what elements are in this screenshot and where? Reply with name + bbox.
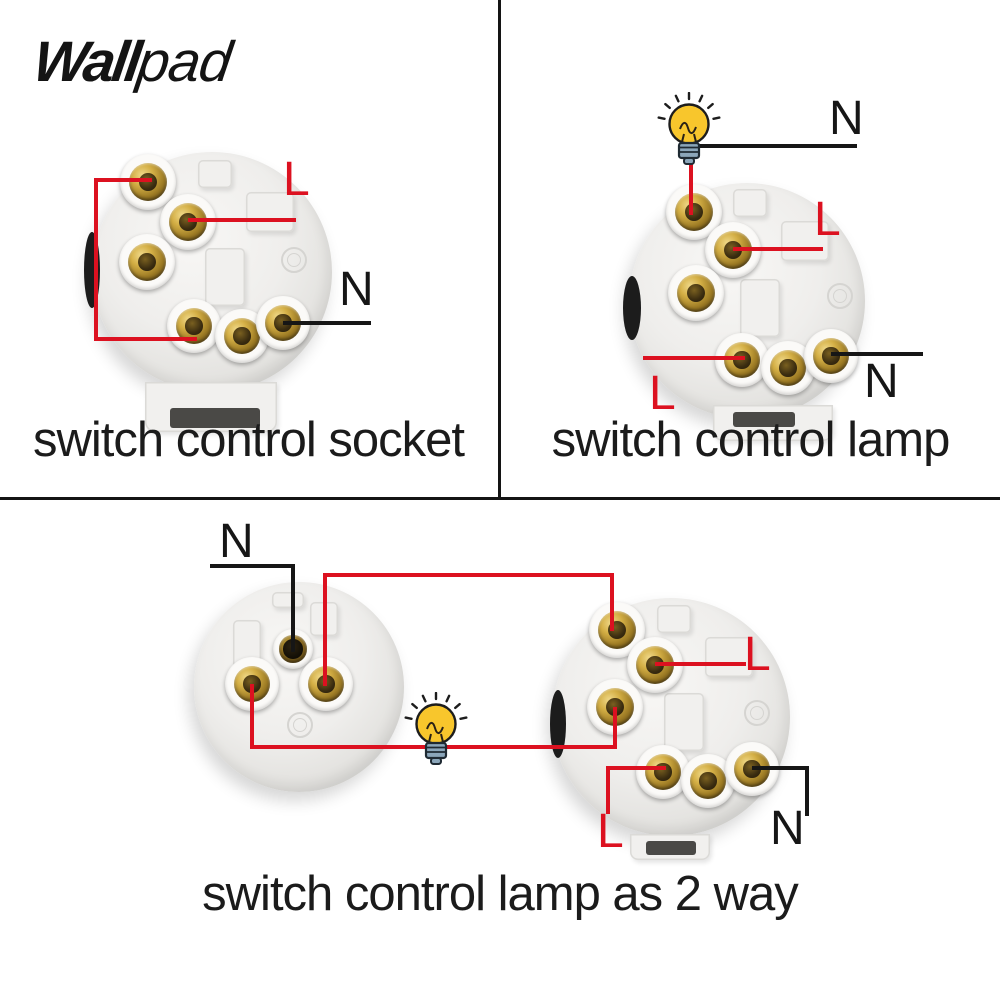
live-wire-segment bbox=[94, 337, 197, 341]
brand-logo: Wallpad bbox=[30, 30, 235, 94]
screw-terminal bbox=[167, 299, 221, 353]
live-wire-segment bbox=[655, 662, 746, 666]
vertical-panel-divider bbox=[498, 0, 501, 500]
live-label: L bbox=[597, 805, 624, 858]
light-bulb-icon bbox=[404, 692, 468, 765]
screw-terminal bbox=[804, 329, 858, 383]
neutral-wire-segment bbox=[291, 564, 295, 652]
live-label: L bbox=[744, 628, 771, 681]
screw-terminal bbox=[668, 265, 724, 321]
molded-tab bbox=[272, 592, 304, 608]
neutral-wire-segment bbox=[698, 144, 857, 148]
mounting-slot bbox=[733, 412, 795, 427]
mounting-slot bbox=[646, 841, 696, 855]
neutral-wire-segment bbox=[210, 564, 295, 568]
neutral-wire-segment bbox=[805, 766, 809, 816]
brand-logo-light: pad bbox=[133, 30, 235, 94]
live-wire-segment bbox=[606, 766, 610, 814]
live-wire-segment bbox=[323, 573, 327, 686]
neutral-wire-segment bbox=[283, 321, 371, 325]
screw-terminal bbox=[666, 184, 722, 240]
live-wire-segment bbox=[94, 178, 152, 182]
molded-block bbox=[705, 637, 753, 677]
screw-terminal bbox=[119, 234, 175, 290]
live-wire-segment bbox=[94, 178, 98, 341]
live-wire-segment bbox=[250, 684, 254, 749]
live-wire-segment bbox=[188, 218, 296, 222]
side-notch bbox=[550, 690, 566, 758]
screw-terminal bbox=[636, 745, 690, 799]
live-wire-segment bbox=[733, 247, 823, 251]
live-wire-segment bbox=[606, 766, 666, 770]
screw-terminal bbox=[215, 309, 269, 363]
live-label: L bbox=[814, 193, 841, 246]
live-wire-segment bbox=[643, 356, 745, 360]
neutral-label: N bbox=[339, 263, 374, 316]
ccc-mark bbox=[827, 283, 853, 309]
panel-caption: switch control lamp bbox=[551, 413, 951, 467]
horizontal-panel-divider bbox=[0, 497, 1000, 500]
neutral-label: N bbox=[829, 92, 864, 145]
ccc-mark bbox=[744, 700, 770, 726]
molded-tab bbox=[198, 160, 232, 188]
molded-block bbox=[781, 221, 829, 261]
mounting-slot bbox=[170, 408, 260, 428]
molded-block bbox=[664, 693, 704, 751]
neutral-label: N bbox=[219, 515, 254, 568]
neutral-wire-segment bbox=[831, 352, 923, 356]
panel-caption: switch control lamp as 2 way bbox=[202, 867, 799, 921]
screw-terminal bbox=[715, 333, 769, 387]
live-label: L bbox=[283, 153, 310, 206]
screw-terminal bbox=[299, 657, 353, 711]
live-wire-segment bbox=[613, 707, 617, 749]
live-wire-segment bbox=[689, 158, 693, 215]
ccc-mark bbox=[281, 247, 307, 273]
molded-block bbox=[205, 248, 245, 306]
ccc-mark bbox=[287, 712, 313, 738]
neutral-label: N bbox=[864, 355, 899, 408]
panel-caption: switch control socket bbox=[32, 413, 465, 467]
live-wire-segment bbox=[323, 573, 614, 577]
brand-logo-bold: Wall bbox=[29, 30, 143, 94]
light-bulb-icon bbox=[657, 92, 721, 165]
neutral-wire-segment bbox=[752, 766, 809, 770]
molded-tab bbox=[733, 189, 767, 217]
live-label: L bbox=[649, 367, 676, 420]
molded-block bbox=[740, 279, 780, 337]
live-wire-segment bbox=[610, 573, 614, 631]
side-notch bbox=[623, 276, 641, 340]
neutral-label: N bbox=[770, 802, 805, 855]
molded-block bbox=[246, 192, 294, 232]
screw-terminal bbox=[160, 194, 216, 250]
screw-terminal bbox=[120, 154, 176, 210]
molded-tab bbox=[657, 605, 691, 633]
